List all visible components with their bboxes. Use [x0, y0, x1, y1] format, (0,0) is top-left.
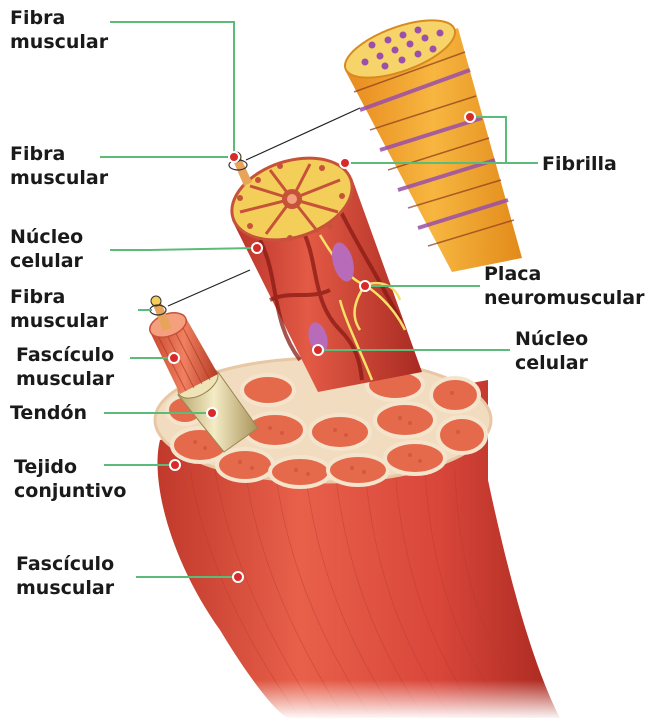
label-fasciculo-muscular-upper-line2: muscular	[16, 367, 114, 391]
label-tendon: Tendón	[10, 401, 87, 425]
label-fasciculo-muscular-lower-line2: muscular	[16, 576, 114, 600]
label-fibra-muscular-top-line2: muscular	[10, 30, 108, 54]
leader-nucleo-celular-left	[110, 248, 257, 250]
label-fibra-muscular-mid-line2: muscular	[10, 166, 108, 190]
label-fibra-muscular-mid-line1: Fibra	[10, 142, 108, 166]
label-tejido-conjuntivo: Tejido conjuntivo	[14, 455, 126, 503]
label-placa-neuromuscular-line2: neuromuscular	[484, 286, 645, 310]
label-fibra-muscular-top: Fibra muscular	[10, 6, 108, 54]
label-fibra-muscular-low-line2: muscular	[10, 309, 108, 333]
label-nucleo-celular-left-line1: Núcleo	[10, 225, 83, 249]
label-fibrilla: Fibrilla	[542, 152, 617, 176]
label-nucleo-celular-right-line1: Núcleo	[515, 327, 588, 351]
label-tejido-conjuntivo-line2: conjuntivo	[14, 479, 126, 503]
label-fasciculo-muscular-upper-line1: Fascículo	[16, 343, 114, 367]
label-nucleo-celular-right-line2: celular	[515, 351, 588, 375]
label-fibra-muscular-low-line1: Fibra	[10, 285, 108, 309]
label-fasciculo-muscular-lower-line1: Fascículo	[16, 552, 114, 576]
label-fasciculo-muscular-lower: Fascículo muscular	[16, 552, 114, 600]
label-fibrilla-line1: Fibrilla	[542, 152, 617, 176]
small-fascicle	[146, 296, 218, 394]
label-tejido-conjuntivo-line1: Tejido	[14, 455, 126, 479]
leader-fibra-muscular-top	[110, 22, 234, 157]
label-nucleo-celular-left-line2: celular	[10, 249, 83, 273]
label-nucleo-celular-left: Núcleo celular	[10, 225, 83, 273]
label-placa-neuromuscular: Placa neuromuscular	[484, 262, 645, 310]
label-placa-neuromuscular-line1: Placa	[484, 262, 645, 286]
label-fasciculo-muscular-upper: Fascículo muscular	[16, 343, 114, 391]
label-fibra-muscular-mid: Fibra muscular	[10, 142, 108, 190]
label-fibra-muscular-low: Fibra muscular	[10, 285, 108, 333]
label-tendon-line1: Tendón	[10, 401, 87, 425]
label-nucleo-celular-right: Núcleo celular	[515, 327, 588, 375]
label-fibra-muscular-top-line1: Fibra	[10, 6, 108, 30]
